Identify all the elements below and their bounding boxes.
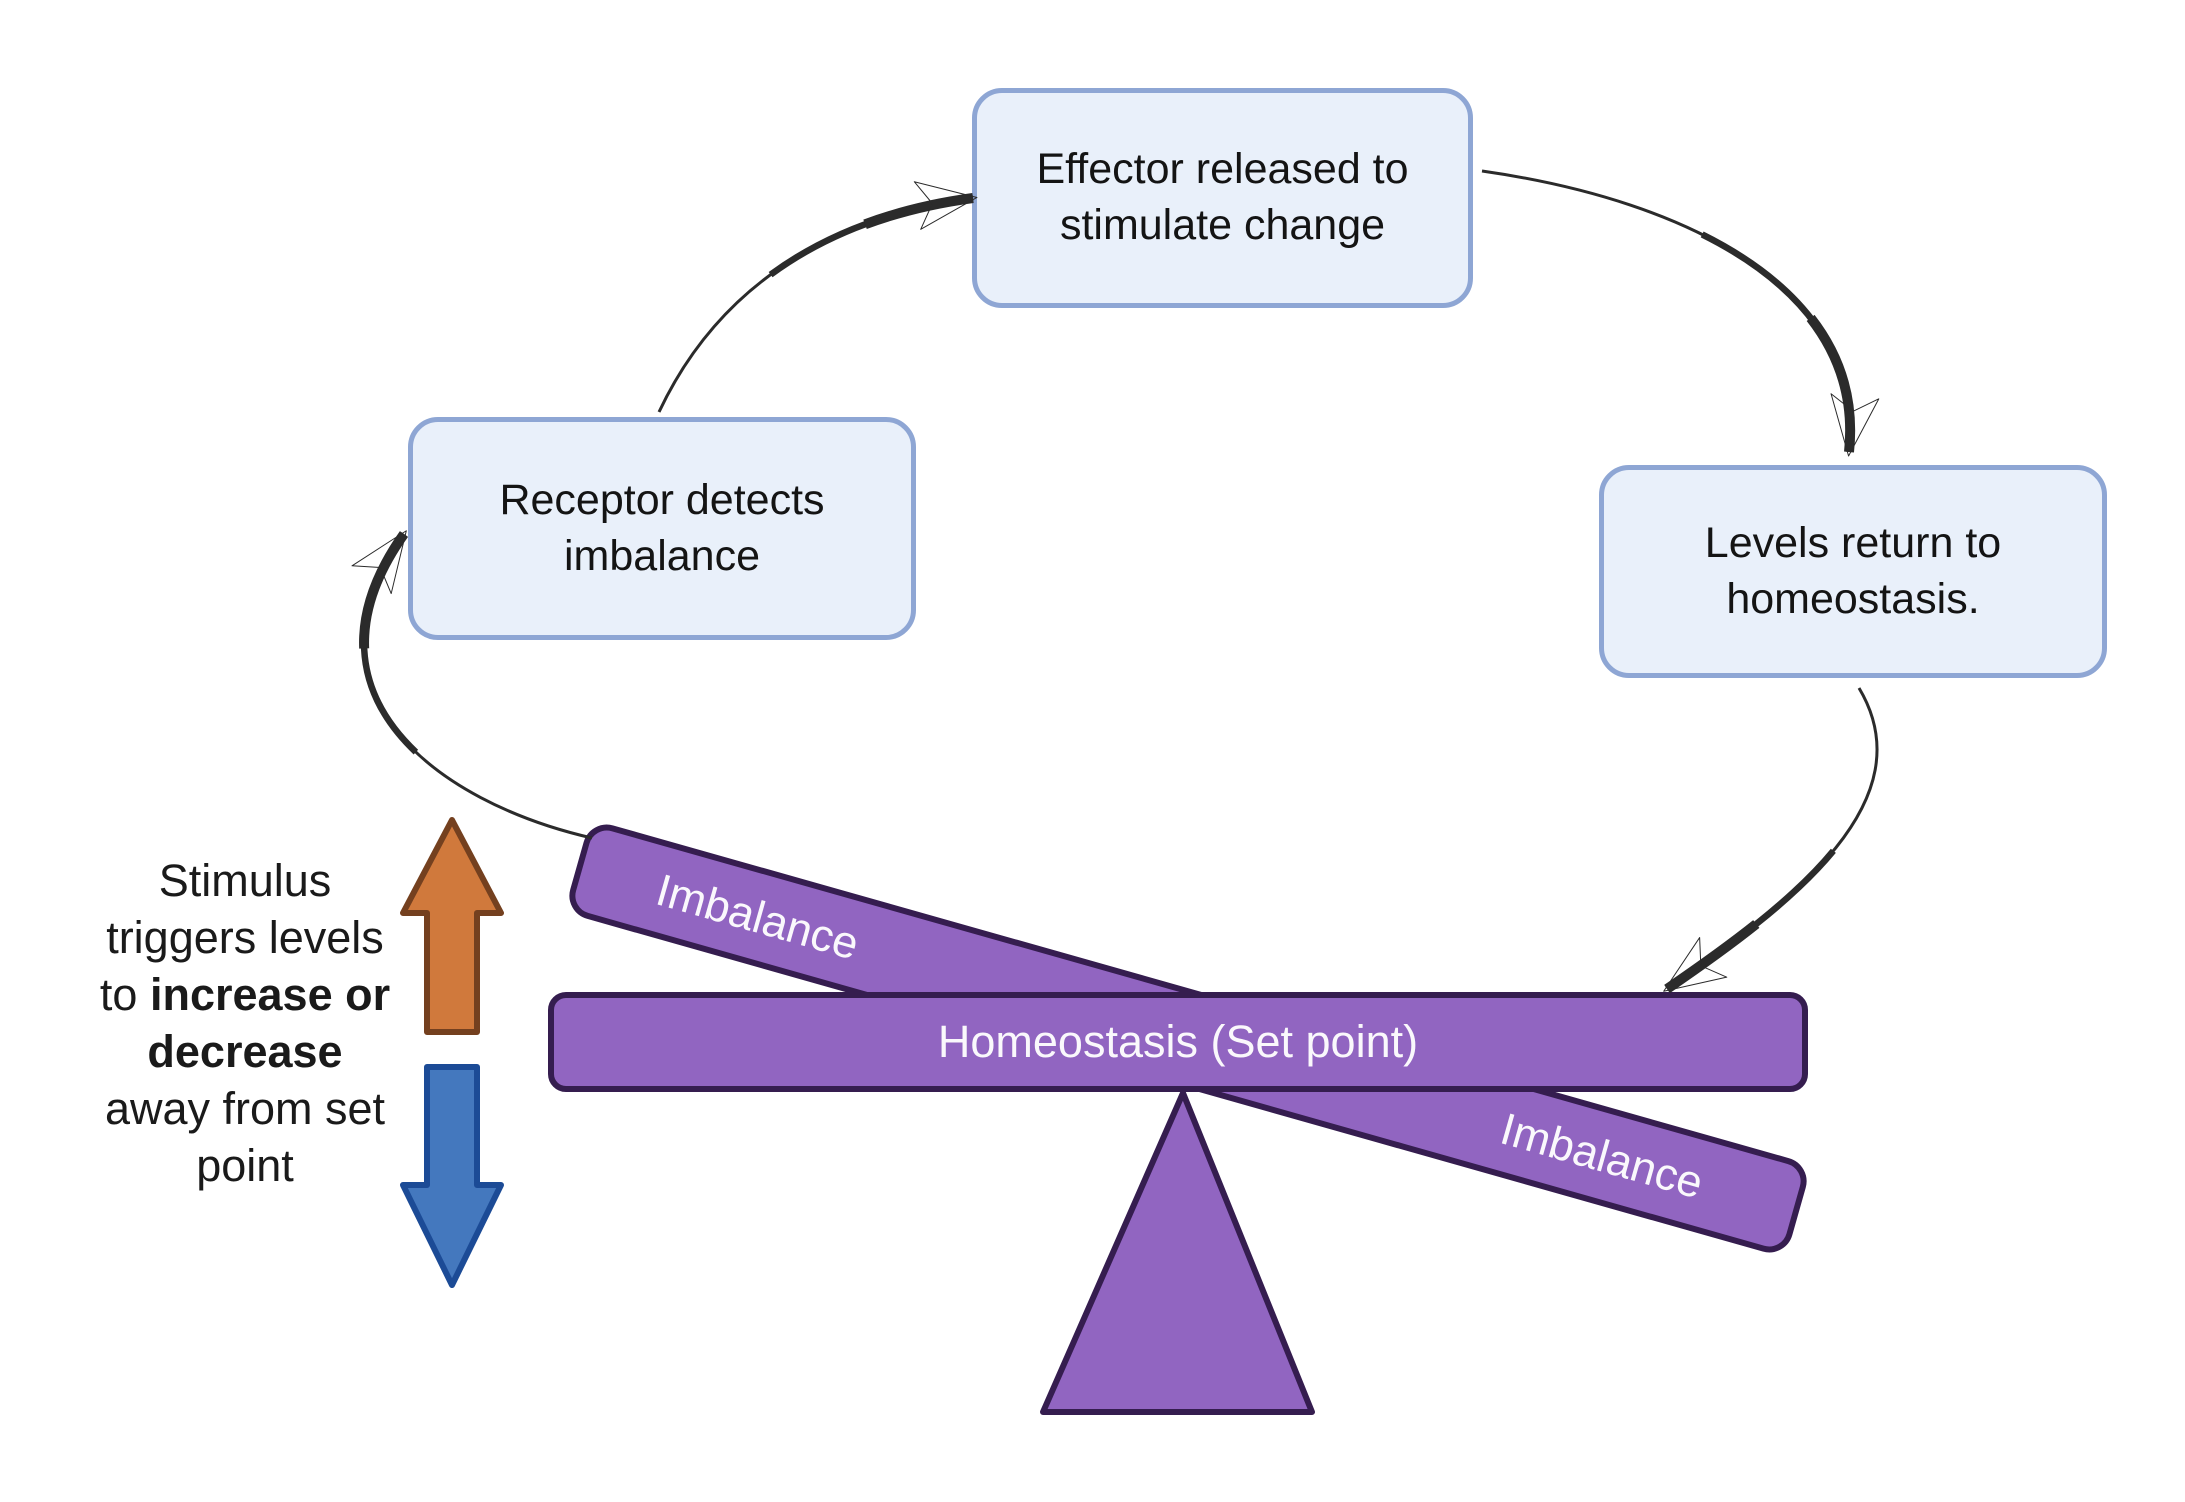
fulcrum-triangle-icon — [1040, 1090, 1315, 1415]
cycle-arrow-receptor-to-effector — [654, 181, 978, 415]
cycle-arrow-effector-to-levels — [1481, 166, 1880, 457]
down-arrow-icon — [400, 1064, 504, 1288]
effector-box-label: Effector released to stimulate change — [1036, 145, 1409, 249]
homeostasis-beam-label: Homeostasis (Set point) — [937, 1016, 1419, 1067]
receptor-box: Receptor detects imbalance — [408, 417, 916, 640]
receptor-box-label: Receptor detects imbalance — [499, 475, 825, 580]
cycle-arrow-seesaw-to-receptor — [351, 530, 594, 843]
homeostasis-beam: Homeostasis (Set point) — [548, 992, 1808, 1092]
levels-box-label: Levels return to homeostasis. — [1704, 518, 2002, 623]
effector-box: Effector released to stimulate change — [972, 88, 1473, 308]
cycle-arrow-levels-to-seesaw — [1663, 685, 1883, 994]
up-arrow-icon — [400, 817, 504, 1035]
levels-box: Levels return to homeostasis. — [1599, 465, 2107, 678]
